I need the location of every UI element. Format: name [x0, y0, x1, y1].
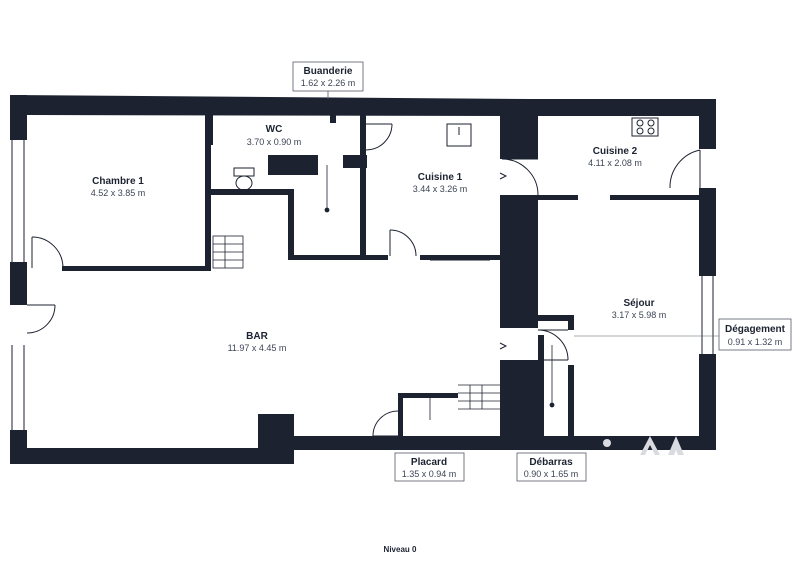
- doors: [26, 123, 701, 437]
- stairs-icon: [212, 235, 500, 410]
- right-wall-mid: [699, 188, 716, 276]
- door-swing-icon: [26, 304, 56, 334]
- degagement-wall-top: [538, 315, 573, 321]
- entry-arrow-icon: [499, 172, 508, 350]
- cuisine1-left-wall: [360, 115, 366, 258]
- room-cuisine2: Cuisine 2 4.11 x 2.08 m: [588, 146, 642, 168]
- light-points: [324, 165, 555, 420]
- central-wall-top: [500, 99, 538, 159]
- watermark-logo: [603, 436, 684, 455]
- stair-box-top: [211, 189, 293, 195]
- room-chambre1-name: Chambre 1: [92, 176, 144, 187]
- callout-degagement: Dégagement 0.91 x 1.32 m: [574, 318, 792, 351]
- callout-buanderie-dims: 1.62 x 2.26 m: [301, 78, 356, 88]
- central-wall-low: [500, 360, 538, 450]
- sink-icon: [446, 123, 472, 147]
- callout-degagement-dims: 0.91 x 1.32 m: [728, 337, 783, 347]
- room-sejour-dims: 3.17 x 5.98 m: [612, 310, 667, 320]
- callout-debarras-dims: 0.90 x 1.65 m: [524, 469, 579, 479]
- bottom-wall-left: [10, 448, 276, 464]
- chambre1-right-wall: [205, 115, 211, 271]
- placard-left: [398, 393, 403, 438]
- room-chambre1: Chambre 1 4.52 x 3.85 m: [91, 176, 146, 198]
- callout-placard-name: Placard: [411, 457, 447, 468]
- level-label: Niveau 0: [384, 545, 417, 554]
- room-cuisine2-name: Cuisine 2: [593, 146, 638, 157]
- toilet-icon: [233, 167, 255, 191]
- stove-icon: [631, 117, 659, 137]
- room-sejour: Séjour 3.17 x 5.98 m: [612, 298, 667, 320]
- callout-debarras-name: Débarras: [529, 457, 573, 468]
- door-swing-icon: [372, 410, 399, 437]
- placard-top: [398, 393, 458, 398]
- callout-debarras: Débarras 0.90 x 1.65 m: [516, 452, 587, 482]
- door-swing-icon: [669, 149, 701, 189]
- room-bar-name: BAR: [246, 331, 268, 342]
- buanderie-top-wall: [268, 155, 318, 175]
- wc-left-stub: [205, 115, 213, 145]
- room-bar-dims: 11.97 x 4.45 m: [228, 343, 287, 353]
- room-wc-name: WC: [266, 124, 283, 135]
- callout-degagement-name: Dégagement: [725, 324, 786, 335]
- debarras-wall-right: [568, 365, 574, 450]
- windows: [11, 140, 714, 430]
- cuisine1-bottom-wall: [288, 255, 388, 260]
- door-swing-icon: [537, 329, 569, 361]
- stair-box-right: [288, 189, 294, 259]
- buanderie-cuisine1-stub: [330, 115, 336, 123]
- left-wall-top: [10, 95, 27, 140]
- degagement-wall-right: [568, 315, 574, 330]
- callout-buanderie: Buanderie 1.62 x 2.26 m: [292, 61, 364, 99]
- callout-buanderie-name: Buanderie: [304, 66, 353, 77]
- right-wall-bottom: [699, 354, 716, 450]
- door-swing-icon: [31, 236, 64, 269]
- cuisine2-bottom-right: [610, 195, 700, 200]
- top-wall: [10, 95, 530, 116]
- right-wall-top: [699, 99, 716, 149]
- room-wc: WC 3.70 x 0.90 m: [247, 124, 302, 147]
- room-cuisine2-dims: 4.11 x 2.08 m: [588, 158, 642, 168]
- door-swing-icon: [365, 123, 393, 151]
- cuisine2-bottom-left: [538, 195, 578, 200]
- room-wc-dims: 3.70 x 0.90 m: [247, 137, 302, 147]
- room-bar: BAR 11.97 x 4.45 m: [228, 331, 287, 353]
- room-sejour-name: Séjour: [623, 298, 654, 309]
- room-chambre1-dims: 4.52 x 3.85 m: [91, 188, 146, 198]
- central-wall-mid: [500, 195, 538, 328]
- left-wall-mid: [10, 262, 27, 305]
- door-swing-icon: [501, 158, 539, 196]
- cuisine2-top-wall: [520, 99, 716, 116]
- room-cuisine1: Cuisine 1 3.44 x 3.26 m: [413, 172, 468, 194]
- callout-placard-dims: 1.35 x 0.94 m: [402, 469, 457, 479]
- room-cuisine1-dims: 3.44 x 3.26 m: [413, 184, 468, 194]
- room-cuisine1-name: Cuisine 1: [418, 172, 463, 183]
- debarras-wall-left: [538, 335, 544, 450]
- door-swing-icon: [389, 229, 417, 257]
- chambre1-bottom-wall: [62, 266, 210, 271]
- callout-placard: Placard 1.35 x 0.94 m: [394, 452, 465, 482]
